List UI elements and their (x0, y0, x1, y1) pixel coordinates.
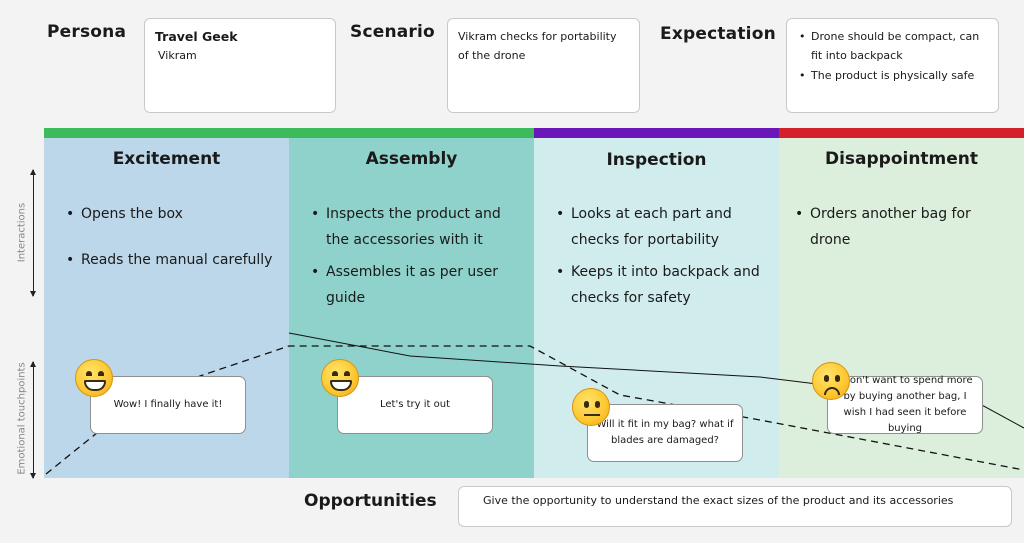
opportunities-box: Give the opportunity to understand the e… (458, 486, 1012, 527)
interaction-item: Opens the box (66, 202, 275, 228)
quote-bubble: I don't want to spend more by buying ano… (827, 375, 983, 434)
expectation-item: The product is physically safe (797, 66, 988, 85)
persona-user: Vikram (158, 49, 197, 62)
quote-bubble: Will it fit in my bag? what if blades ar… (587, 404, 743, 462)
interaction-item: Keeps it into backpack and checks for sa… (556, 260, 765, 311)
stage-bar-excitement (44, 128, 289, 138)
scenario-card: Vikram checks for portability of the dro… (447, 18, 640, 113)
grinning-face-icon (321, 359, 359, 397)
expectation-item: Drone should be compact, can fit into ba… (797, 27, 988, 65)
stage-bar-assembly (289, 128, 534, 138)
persona-label: Persona (47, 22, 127, 42)
persona-name: Travel Geek (155, 29, 238, 44)
neutral-face-icon (572, 388, 610, 426)
frowning-face-icon (812, 362, 850, 400)
scenario-label: Scenario (350, 22, 435, 42)
stage-bar-inspection (534, 128, 779, 138)
stage-title: Excitement (112, 149, 221, 169)
persona-card: Travel Geek Vikram (144, 18, 336, 113)
interaction-item: Reads the manual carefully (66, 248, 275, 274)
expectation-label: Expectation (660, 24, 776, 44)
quote-bubble: Wow! I finally have it! (90, 376, 246, 434)
stage-title: Inspection (606, 150, 707, 170)
interaction-item: Orders another bag for drone (795, 202, 1010, 253)
opportunities-label: Opportunities (304, 491, 437, 511)
interaction-item: Looks at each part and checks for portab… (556, 202, 765, 253)
stage-bar-disappointment (779, 128, 1024, 138)
interaction-item: Assembles it as per user guide (311, 260, 520, 311)
quote-bubble: Let's try it out (337, 376, 493, 434)
expectation-card: Drone should be compact, can fit into ba… (786, 18, 999, 113)
emotion-curve-solid (288, 332, 1024, 429)
interactions-axis-arrow (30, 169, 36, 297)
stage-title: Assembly (365, 149, 458, 169)
grinning-face-icon (75, 359, 113, 397)
scenario-text: Vikram checks for portability of the dro… (458, 30, 617, 62)
interaction-item: Inspects the product and the accessories… (311, 202, 520, 253)
emotional-axis-arrow (30, 361, 36, 479)
stage-title: Disappointment (824, 149, 979, 169)
